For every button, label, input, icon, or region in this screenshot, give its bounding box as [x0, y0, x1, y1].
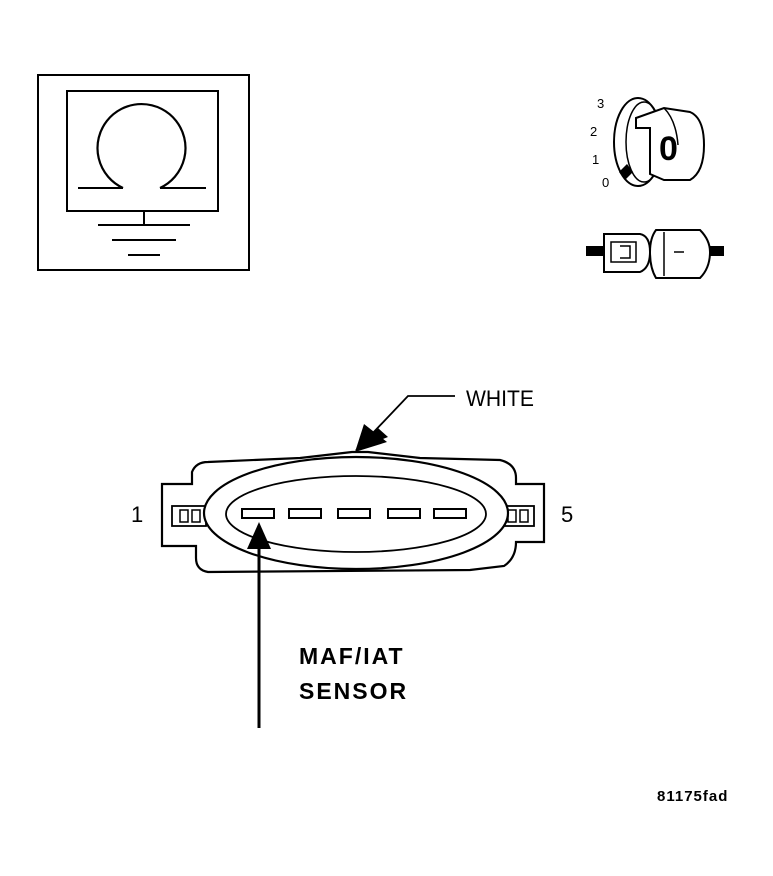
ignition-position-1: 1: [592, 152, 599, 167]
ignition-position-0: 0: [602, 175, 609, 190]
terminal-4: [387, 508, 421, 519]
sensor-label-line2: SENSOR: [299, 678, 408, 704]
terminal-1: [241, 508, 275, 519]
ignition-switch-icon: 3 2 1 0 0: [590, 96, 706, 190]
connector-pair-icon: [586, 229, 724, 279]
connector-color-label: WHITE: [466, 386, 534, 411]
ignition-position-2: 2: [590, 124, 597, 139]
ohmmeter-icon: [37, 74, 250, 271]
terminal-2: [288, 508, 322, 519]
pin-number-first: 1: [131, 502, 143, 527]
sensor-label-line1: MAF/IAT: [299, 643, 405, 669]
test-probe-arrow: [247, 522, 271, 728]
pin-number-last: 5: [561, 502, 573, 527]
terminal-5: [433, 508, 467, 519]
connector-color-callout: WHITE: [355, 386, 534, 452]
ignition-key-label: 0: [659, 130, 678, 168]
figure-id: 81175fad: [657, 788, 728, 805]
terminal-3: [337, 508, 371, 519]
ignition-position-3: 3: [597, 96, 604, 111]
maf-iat-connector: [160, 450, 546, 574]
